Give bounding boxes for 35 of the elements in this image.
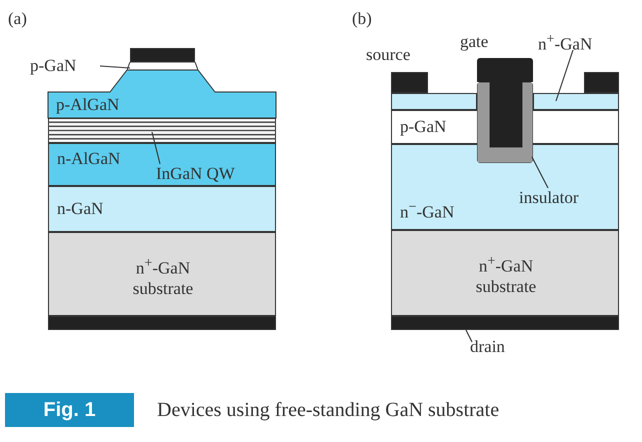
layer-label: n-GaN bbox=[57, 199, 104, 219]
leader-line bbox=[466, 330, 472, 342]
terminal-label: gate bbox=[460, 32, 488, 52]
source-electrode bbox=[584, 72, 619, 93]
electrode bbox=[48, 316, 276, 330]
layer-label: p-GaN bbox=[400, 117, 446, 137]
leader-line bbox=[100, 65, 130, 69]
panel-label: (b) bbox=[352, 9, 372, 29]
substrate-layer bbox=[391, 230, 619, 316]
semiconductor-layer bbox=[533, 93, 619, 110]
caption: Devices using free-standing GaN substrate bbox=[157, 398, 500, 423]
layer-label: n$^{+}$-GaN substrate bbox=[132, 254, 194, 299]
layer-label: insulator bbox=[519, 188, 614, 210]
leader-line bbox=[532, 156, 548, 188]
leader-line bbox=[555, 50, 574, 102]
layer-label: n$^{−}$-GaN bbox=[400, 198, 454, 223]
layer-label: n$^{+}$-GaN bbox=[538, 29, 630, 49]
layer-label: n$^{+}$-GaN substrate bbox=[474, 252, 538, 297]
semiconductor-layer bbox=[48, 143, 276, 186]
drain-electrode bbox=[391, 316, 619, 330]
semiconductor-layer bbox=[48, 186, 276, 232]
layer-label: n-AlGaN bbox=[57, 149, 120, 169]
layer-label: p-GaN bbox=[30, 56, 100, 76]
layer-label: p-AlGaN bbox=[56, 95, 120, 115]
leader-line bbox=[151, 132, 161, 164]
semiconductor-layer bbox=[391, 93, 477, 110]
panel-label: (a) bbox=[8, 9, 27, 29]
substrate-layer bbox=[48, 232, 276, 316]
figure-number: Fig. 1 bbox=[5, 393, 134, 427]
source-electrode bbox=[391, 72, 428, 93]
terminal-label: source bbox=[366, 45, 410, 65]
layer-label: InGaN QW bbox=[156, 164, 271, 184]
electrode bbox=[130, 48, 195, 62]
semiconductor-layer bbox=[391, 144, 619, 230]
terminal-label: drain bbox=[470, 337, 528, 359]
